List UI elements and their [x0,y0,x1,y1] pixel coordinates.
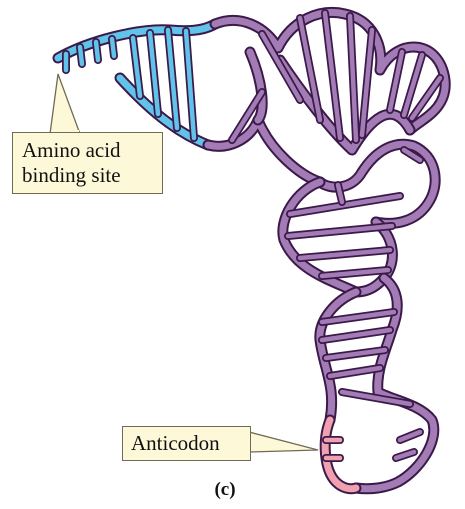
anticodon-label: Anticodon [131,431,220,455]
anticodon-callout: Anticodon [122,426,251,461]
panel-label: (c) [0,479,450,501]
anticodon-callout-pointer [246,432,318,452]
amino-acid-binding-site-callout: Amino acid binding site [12,132,163,194]
amino-callout-pointer [50,74,80,136]
acceptor-stem [58,24,215,145]
amino-callout-line-1: Amino acid [22,138,162,163]
amino-callout-line-2: binding site [22,163,162,188]
